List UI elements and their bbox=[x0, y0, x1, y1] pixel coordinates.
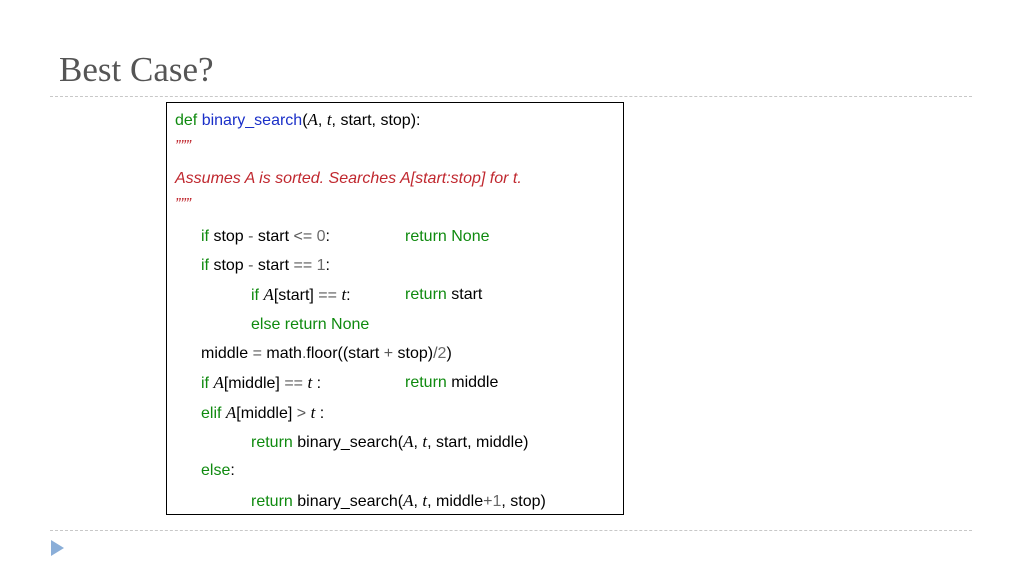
paren: ( bbox=[302, 112, 308, 129]
keyword-return: return bbox=[251, 493, 293, 510]
code-line-else: else: bbox=[201, 461, 235, 481]
code-line-if-match-middle: if A[middle] == t : bbox=[201, 373, 321, 394]
code-text: binary_search( bbox=[292, 493, 404, 510]
code-line-if-one: if stop - start == 1: bbox=[201, 256, 330, 276]
code-text: binary_search( bbox=[292, 434, 404, 451]
title-divider bbox=[50, 96, 972, 97]
number: 1 bbox=[316, 257, 326, 274]
code-line-elif: elif A[middle] > t : bbox=[201, 403, 324, 424]
code-text: middle bbox=[201, 345, 253, 362]
return-none-1: return None bbox=[405, 228, 490, 245]
var-t: t bbox=[310, 403, 316, 422]
operator: + bbox=[483, 493, 493, 510]
code-text: floor((start bbox=[306, 345, 384, 362]
code-box: def binary_search(A, t, start, stop): ””… bbox=[166, 102, 624, 515]
code-text: : bbox=[315, 405, 325, 422]
var-a: A bbox=[263, 285, 274, 304]
var-t: t bbox=[307, 373, 313, 392]
code-text: : bbox=[325, 228, 330, 245]
keyword-if: if bbox=[201, 375, 209, 392]
code-text: , middle bbox=[427, 493, 484, 510]
operator: / bbox=[433, 345, 438, 362]
keyword-if: if bbox=[201, 228, 209, 245]
code-text: start bbox=[446, 286, 483, 303]
operator: == bbox=[293, 257, 313, 274]
keyword-if: if bbox=[251, 287, 259, 304]
code-text: stop) bbox=[393, 345, 434, 362]
comma: , bbox=[413, 434, 423, 451]
var-t: t bbox=[326, 110, 332, 129]
keyword-return: return bbox=[251, 434, 293, 451]
return-middle: return middle bbox=[405, 373, 498, 393]
code-text: start bbox=[253, 228, 294, 245]
operator: == bbox=[318, 287, 337, 304]
code-line-recurse-left: return binary_search(A, t, start, middle… bbox=[251, 432, 528, 453]
var-a: A bbox=[213, 373, 224, 392]
code-text: [start] bbox=[273, 287, 319, 304]
code-text: , start, middle) bbox=[427, 434, 529, 451]
operator: <= bbox=[293, 228, 313, 245]
keyword-if: if bbox=[201, 257, 209, 274]
code-text: stop bbox=[209, 257, 249, 274]
operator: = bbox=[252, 345, 262, 362]
code-text: , stop) bbox=[501, 493, 546, 510]
footer-divider bbox=[50, 530, 972, 531]
operator: > bbox=[296, 405, 307, 422]
number: 2 bbox=[437, 345, 447, 362]
keyword-elif: elif bbox=[201, 405, 222, 422]
code-text: [middle] bbox=[223, 375, 285, 392]
comma: , bbox=[317, 112, 327, 129]
comma: , bbox=[413, 493, 423, 510]
return-start: return start bbox=[405, 285, 482, 305]
operator: - bbox=[248, 257, 254, 274]
code-text: [middle] bbox=[236, 405, 297, 422]
code-text: math bbox=[261, 345, 302, 362]
var-t: t bbox=[341, 285, 347, 304]
play-triangle-icon[interactable] bbox=[51, 540, 64, 556]
keyword-else: else bbox=[201, 462, 231, 479]
var-a: A bbox=[225, 403, 237, 422]
operator: == bbox=[284, 375, 303, 392]
operator: - bbox=[248, 228, 254, 245]
number: 1 bbox=[492, 493, 502, 510]
params-rest: , start, stop): bbox=[331, 112, 421, 129]
docstring-text: Assumes A is sorted. Searches A[start:st… bbox=[175, 170, 522, 187]
code-line-else-return-none: else return None bbox=[251, 316, 370, 333]
docstring-close: ””” bbox=[175, 196, 191, 213]
var-t: t bbox=[422, 491, 428, 510]
code-line-if-match-start: if A[start] == t: bbox=[251, 285, 351, 306]
var-a: A bbox=[403, 432, 414, 451]
operator: + bbox=[383, 345, 394, 362]
var-a: A bbox=[307, 110, 318, 129]
code-text: ) bbox=[446, 345, 452, 362]
code-text: middle bbox=[446, 374, 499, 391]
keyword-return: return bbox=[405, 374, 447, 391]
code-line-middle: middle = math.floor((start + stop)/2) bbox=[201, 344, 452, 364]
code-line-recurse-right: return binary_search(A, t, middle+1, sto… bbox=[251, 491, 546, 512]
number: 0 bbox=[316, 228, 326, 245]
code-text: : bbox=[312, 375, 322, 392]
code-line-def: def binary_search(A, t, start, stop): bbox=[175, 110, 420, 131]
code-text: : bbox=[230, 462, 235, 479]
code-text: start bbox=[253, 257, 294, 274]
code-text: stop bbox=[209, 228, 249, 245]
operator: . bbox=[301, 345, 307, 362]
keyword-def: def bbox=[175, 112, 198, 129]
code-text: : bbox=[346, 287, 351, 304]
slide-title: Best Case? bbox=[59, 50, 214, 89]
docstring-open: ””” bbox=[175, 138, 191, 155]
code-text: : bbox=[325, 257, 330, 274]
function-name: binary_search bbox=[201, 112, 303, 129]
keyword-return: return bbox=[405, 286, 447, 303]
var-t: t bbox=[422, 432, 428, 451]
code-line-if-empty: if stop - start <= 0: bbox=[201, 227, 330, 247]
var-a: A bbox=[403, 491, 414, 510]
